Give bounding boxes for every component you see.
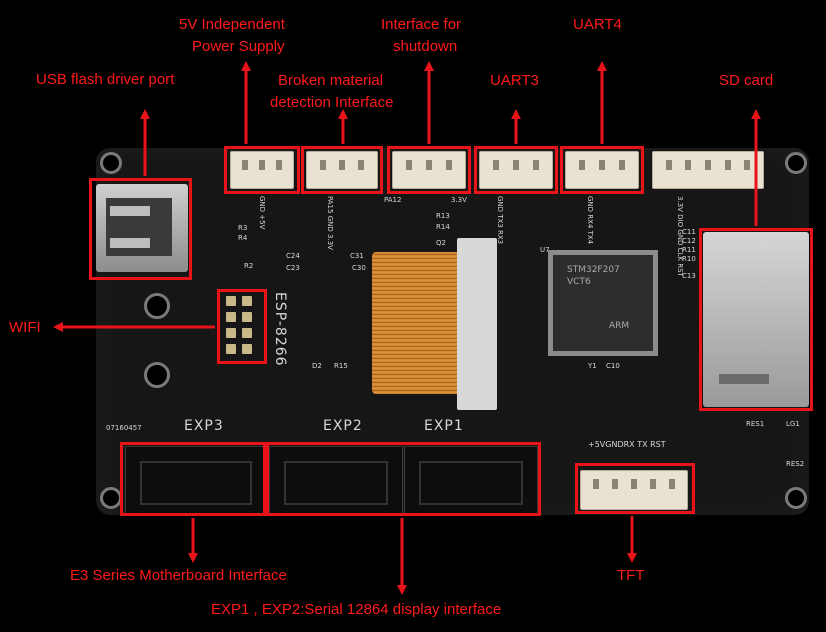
- silk-r2: R2: [244, 262, 254, 270]
- wifi-highlight: [217, 289, 267, 364]
- silk-c11: C11: [682, 228, 696, 236]
- exp12-label: EXP1 , EXP2:Serial 12864 display interfa…: [211, 601, 502, 618]
- tft-pin-labels: +5VGNDRX TX RST: [588, 440, 666, 449]
- tft-connector: [580, 470, 688, 510]
- silk-d2: D2: [312, 362, 322, 370]
- uart3-highlight: [474, 146, 558, 194]
- mounting-hole: [144, 362, 170, 388]
- silk-u7: U7: [540, 246, 550, 254]
- uart3-pin-labels: GND TX3 RX3: [496, 196, 504, 245]
- sd-card-slot: [703, 232, 809, 407]
- tft-label: TFT: [617, 567, 645, 584]
- v33-silkscreen: 3.3V: [451, 196, 467, 204]
- uart3-label: UART3: [490, 72, 539, 89]
- pa15-pin-labels: PA15 GND 3.3V: [326, 196, 334, 250]
- exp1-connector: [404, 446, 538, 514]
- shutdown-label-line2: shutdown: [393, 38, 458, 55]
- usb-port: [96, 184, 188, 272]
- silk-c24: C24: [286, 252, 300, 260]
- ribbon-connector: [457, 238, 497, 410]
- silk-r4: R4: [238, 234, 248, 242]
- uart4-connector: [565, 151, 639, 189]
- exp1-exp2-highlight: [266, 442, 541, 516]
- silk-lg1: LG1: [786, 420, 800, 428]
- exp2-silkscreen: EXP2: [323, 418, 363, 434]
- exp3-silkscreen: EXP3: [184, 418, 224, 434]
- mounting-hole: [144, 293, 170, 319]
- broken-material-highlight: [301, 146, 383, 194]
- uart4-highlight: [560, 146, 644, 194]
- silk-c13: C13: [682, 272, 696, 280]
- silk-y1: Y1: [588, 362, 597, 370]
- sd-card-highlight: [699, 228, 813, 411]
- serial-number: 07160457: [106, 424, 142, 432]
- silk-r10: R10: [682, 255, 696, 263]
- uart4-pin-labels: GND RX4 TX4: [586, 196, 594, 245]
- silk-c23: C23: [286, 264, 300, 272]
- shutdown-label-line1: Interface for: [381, 16, 462, 33]
- mounting-hole: [785, 152, 807, 174]
- mcu-chip: STM32F207 VCT6 ARM: [548, 250, 658, 356]
- swd-pin-labels: 3.3V DIO GND CLK RST: [676, 196, 684, 277]
- silk-r11: R11: [682, 246, 696, 254]
- exp1-silkscreen: EXP1: [424, 418, 464, 434]
- e3-label: E3 Series Motherboard Interface: [70, 567, 287, 584]
- exp3-connector: [125, 446, 265, 514]
- power-pin-labels: GND +5V: [258, 196, 266, 230]
- esp-silkscreen: ESP-8266: [272, 292, 288, 367]
- silk-res1: RES1: [746, 420, 765, 428]
- silk-res2: RES2: [786, 460, 805, 468]
- silk-r14: R14: [436, 223, 450, 231]
- mcu-label-2: VCT6: [567, 277, 591, 287]
- silk-c30: C30: [352, 264, 366, 272]
- exp3-highlight: [120, 442, 266, 516]
- tft-highlight: [575, 463, 695, 514]
- mcu-label: STM32F207: [567, 265, 620, 275]
- silk-c31: C31: [350, 252, 364, 260]
- usb-highlight: [89, 178, 192, 280]
- mounting-hole: [100, 152, 122, 174]
- silk-r13: R13: [436, 212, 450, 220]
- usb-label: USB flash driver port: [36, 71, 175, 88]
- broken-material-label-line2: detection Interface: [270, 94, 394, 111]
- silk-q2: Q2: [436, 239, 446, 247]
- uart3-connector: [479, 151, 553, 189]
- exp2-connector: [269, 446, 403, 514]
- power-highlight: [224, 146, 300, 194]
- filament-detection-connector: [306, 151, 378, 189]
- wifi-label: WIFI: [9, 319, 41, 336]
- uart4-label: UART4: [573, 16, 622, 33]
- swd-connector: [652, 151, 764, 189]
- sd-card-label: SD card: [719, 72, 774, 89]
- broken-material-label-line1: Broken material: [278, 72, 384, 89]
- power-label-line1: 5V Independent: [179, 16, 285, 33]
- wifi-header-pins: [226, 296, 252, 354]
- silk-r15: R15: [334, 362, 348, 370]
- shutdown-connector: [392, 151, 466, 189]
- silk-c12: C12: [682, 237, 696, 245]
- silk-r3: R3: [238, 224, 248, 232]
- arm-logo: ARM: [609, 321, 630, 331]
- power-supply-connector: [230, 151, 294, 189]
- shutdown-highlight: [387, 146, 471, 194]
- power-label-line2: Power Supply: [192, 38, 285, 55]
- mounting-hole: [785, 487, 807, 509]
- pa12-silkscreen: PA12: [384, 196, 402, 204]
- silk-c10: C10: [606, 362, 620, 370]
